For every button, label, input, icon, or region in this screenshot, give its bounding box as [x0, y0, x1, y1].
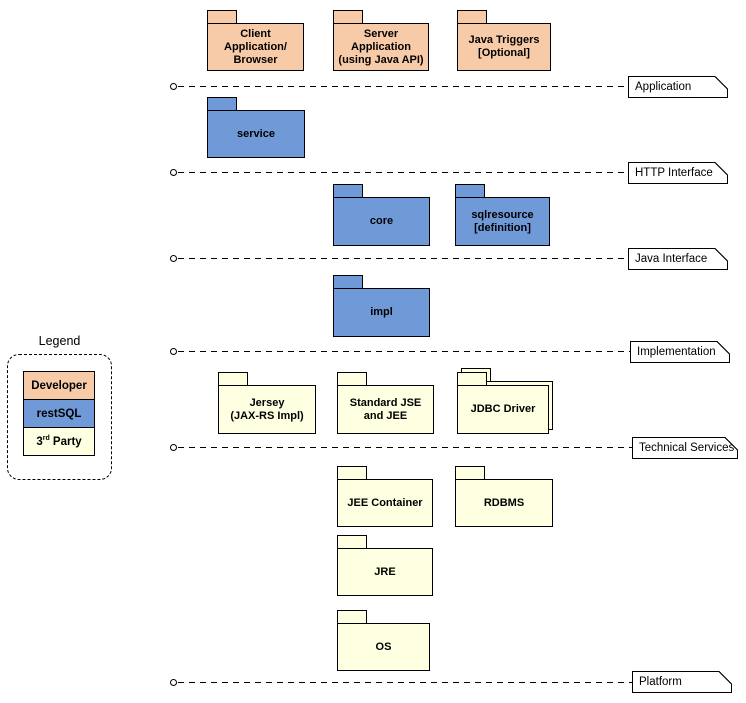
- package-label: JEE Container: [347, 496, 423, 509]
- note-shape-icon: [632, 671, 732, 693]
- folder-tab-icon: [337, 610, 367, 623]
- package-label: JDBC Driver: [470, 403, 536, 415]
- layer-note-technical-services: Technical Services: [632, 437, 738, 459]
- package-label: core: [369, 215, 394, 227]
- folder-tab-icon: [337, 372, 367, 385]
- package-label: OS: [375, 640, 392, 653]
- folder-tab-icon: [337, 466, 367, 479]
- folder-tab-icon: [207, 10, 237, 23]
- layer-note-application: Application: [628, 76, 728, 98]
- layer-label: Application: [635, 81, 692, 93]
- legend-swatch-third-party: 3rd Party: [23, 427, 95, 456]
- legend-swatch-developer: Developer: [23, 371, 95, 400]
- layer-line-java-interface: [178, 258, 628, 259]
- layer-line-implementation: [178, 351, 630, 352]
- layer-endpoint-circle: [170, 169, 177, 176]
- note-shape-icon: [628, 162, 728, 184]
- legend-label: 3rd Party: [36, 434, 82, 448]
- package-label: Server Application (using Java API): [338, 27, 424, 66]
- folder-tab-icon: [333, 10, 363, 23]
- package-label: Jersey (JAX-RS Impl): [230, 396, 304, 422]
- package-label: RDBMS: [483, 496, 525, 509]
- package-label: Standard JSE and JEE: [349, 396, 422, 422]
- layer-endpoint-circle: [170, 679, 177, 686]
- layer-endpoint-circle: [170, 444, 177, 451]
- layer-line-application: [178, 86, 628, 87]
- layer-note-http-interface: HTTP Interface: [628, 162, 728, 184]
- note-shape-icon: [628, 248, 728, 270]
- layer-endpoint-circle: [170, 83, 177, 90]
- folder-tab-icon: [455, 184, 485, 197]
- package-label: JRE: [374, 565, 396, 578]
- package-label: impl: [370, 306, 393, 318]
- package-label: sqlresource [definition]: [471, 208, 534, 234]
- folder-tab-icon: [455, 466, 485, 479]
- note-shape-icon: [628, 76, 728, 98]
- note-shape-icon: [632, 437, 738, 459]
- folder-tab-icon: [337, 535, 367, 548]
- package-label: Java Triggers [Optional]: [468, 34, 540, 59]
- folder-tab-icon: [457, 10, 487, 23]
- layer-note-java-interface: Java Interface: [628, 248, 728, 270]
- legend-box: [7, 354, 112, 480]
- layer-note-platform: Platform: [632, 671, 732, 693]
- package-label: service: [237, 127, 275, 140]
- folder-tab-icon: [333, 184, 363, 197]
- layer-line-http-interface: [178, 172, 628, 173]
- layer-line-platform: [178, 682, 632, 683]
- layer-label: Implementation: [637, 346, 716, 358]
- folder-tab-icon: [218, 372, 248, 385]
- legend-swatch-restsql: restSQL: [23, 399, 95, 428]
- layer-endpoint-circle: [170, 255, 177, 262]
- layer-label: Java Interface: [635, 253, 708, 265]
- layer-line-technical-services: [178, 447, 632, 448]
- note-shape-icon: [630, 341, 730, 363]
- folder-tab-icon: [333, 275, 363, 288]
- layer-note-implementation: Implementation: [630, 341, 730, 363]
- legend-title: Legend: [38, 334, 81, 348]
- legend-label: restSQL: [36, 407, 82, 420]
- folder-tab-icon: [207, 97, 237, 110]
- layer-label: Technical Services: [639, 442, 735, 454]
- folder-tab-icon: [457, 372, 487, 385]
- layer-endpoint-circle: [170, 348, 177, 355]
- legend-label: Developer: [31, 379, 87, 392]
- layer-label: Platform: [639, 676, 682, 688]
- package-label: Client Application/ Browser: [224, 27, 287, 66]
- layer-label: HTTP Interface: [635, 167, 713, 179]
